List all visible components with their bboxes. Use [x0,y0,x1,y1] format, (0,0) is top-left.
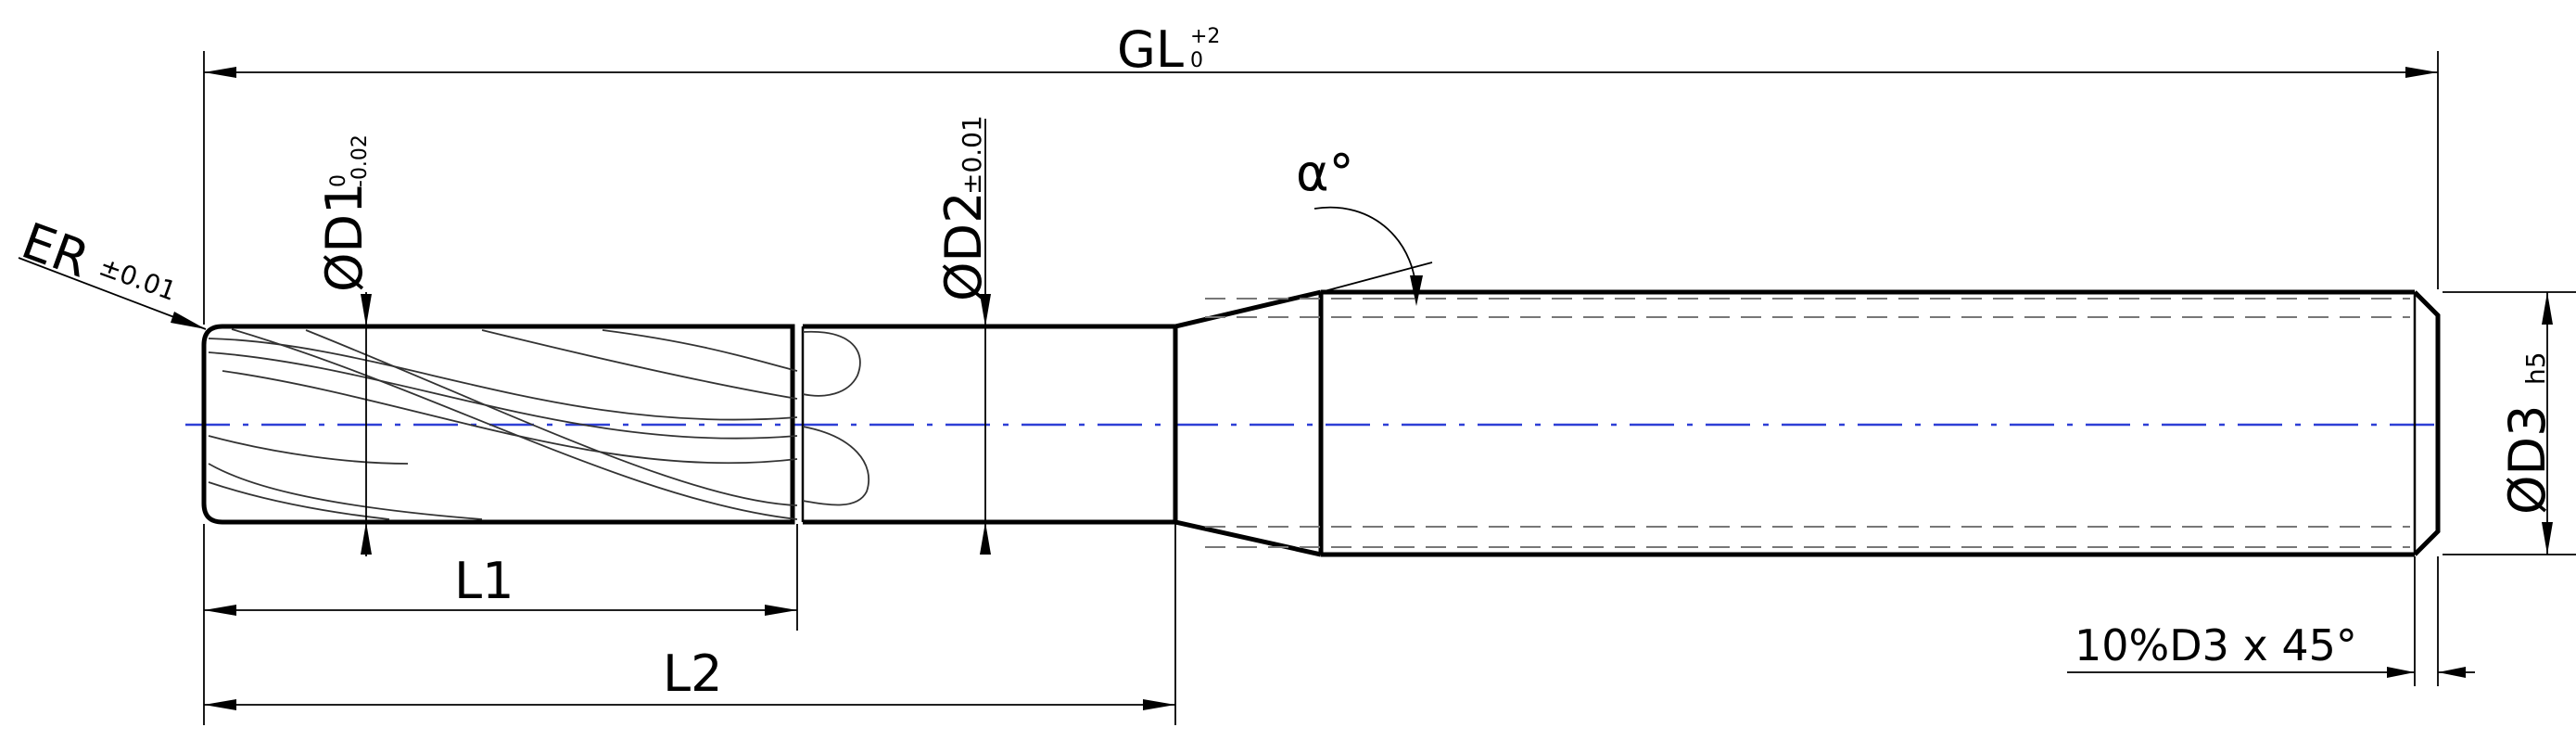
alpha-label: α° [1296,144,1354,202]
dimension-gl: GL +2 0 [203,20,2439,325]
chamfer-label: 10%D3 x 45° [2075,620,2357,670]
gl-tol-lower: 0 [1190,49,1203,72]
er-tol: ±0.01 [95,251,181,307]
er-label: ER [15,211,97,289]
d3-label: ØD3 [2498,405,2557,515]
cutting-section-outline [201,324,795,525]
tool-outline [201,289,2441,557]
shank-chamfer-end [2413,290,2441,556]
dimension-d1: ØD1 0 -0.02 [315,134,374,556]
gl-label: GL [1117,20,1184,79]
l1-label: L1 [454,552,514,610]
l2-label: L2 [663,644,722,703]
dimension-d3: ØD3 h5 [2443,291,2576,555]
dimension-er: ER ±0.01 [15,211,207,330]
dimension-l1: L1 [203,524,798,631]
flute-curves [208,328,870,520]
taper-bottom-edge [1174,519,1322,557]
d1-label: ØD1 [315,183,374,292]
dimension-l2: L2 [203,524,1176,725]
d1-tol-lower: -0.02 [349,134,372,187]
d2-tol: ±0.01 [957,115,987,195]
d2-label: ØD2 [934,192,993,301]
hidden-lines [1205,298,2410,548]
dimension-alpha: α° [1296,144,1433,306]
dimension-d2: ØD2 ±0.01 [934,115,993,555]
chamfer-note: 10%D3 x 45° [2067,556,2475,686]
taper-top-edge [1174,289,1322,329]
d1-tol-upper: 0 [327,174,350,187]
gl-tol-upper: +2 [1190,25,1220,48]
d3-tol: h5 [2520,351,2551,385]
